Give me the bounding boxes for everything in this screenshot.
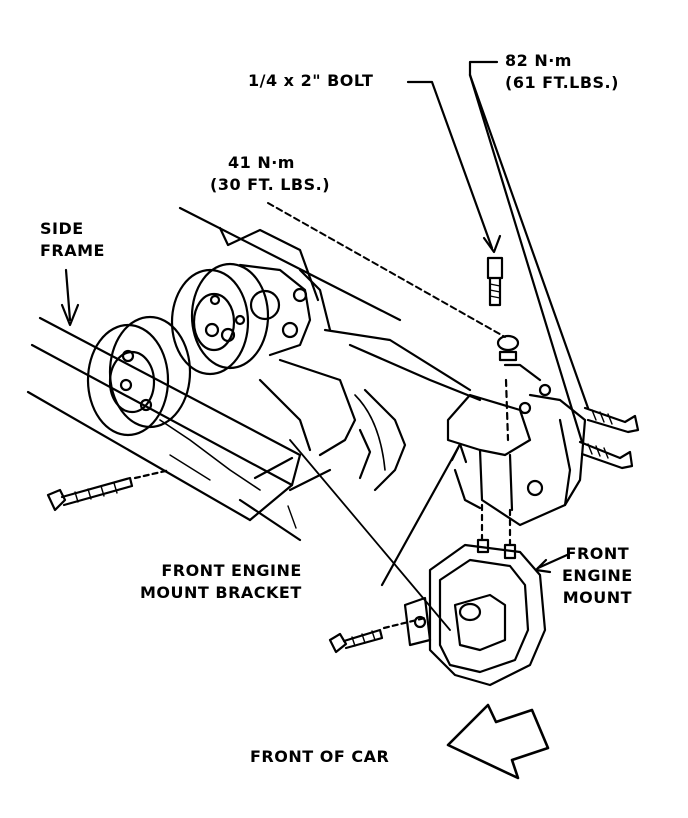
label-front-engine-mount: FRONT ENGINE MOUNT (562, 543, 633, 609)
torque-41-nm: 41 N·m (228, 153, 295, 172)
bolt-mount-left (328, 616, 427, 654)
label-bolt: 1/4 x 2" BOLT (248, 71, 374, 90)
label-front-of-car: FRONT OF CAR (250, 747, 390, 766)
pulley-group (86, 262, 312, 437)
engine-block (178, 206, 482, 492)
leader-bracket (380, 442, 468, 587)
side-frame-line1: SIDE (40, 219, 84, 238)
bolt-82nm-lower (578, 440, 634, 470)
leader-bracket-long (289, 439, 451, 631)
drive-belt-lower (159, 394, 386, 491)
label-torque-82: 82 N·m (61 FT.LBS.) (505, 50, 619, 94)
torque-82-ft: (61 FT.LBS.) (505, 73, 619, 92)
bolt-quarter-inch (486, 256, 520, 442)
frame-bracket (446, 363, 587, 527)
label-torque-41: 41 N·m (30 FT. LBS.) (210, 152, 330, 196)
side-frame-rail (26, 316, 302, 542)
bolt-left-lower (46, 468, 172, 512)
front-of-car-arrow (446, 703, 550, 780)
leader-82nm (468, 60, 590, 444)
mount-line3: MOUNT (562, 588, 633, 607)
torque-41-ft: (30 FT. LBS.) (210, 175, 331, 194)
bracket-line2: MOUNT BRACKET (140, 583, 302, 602)
mount-line2: ENGINE (562, 566, 633, 585)
torque-82-nm: 82 N·m (505, 51, 572, 70)
side-frame-line2: FRAME (40, 241, 105, 260)
label-side-frame: SIDE FRAME (40, 218, 105, 262)
mount-line1: FRONT (565, 544, 630, 563)
side-frame-arrow (60, 268, 80, 327)
bracket-line1: FRONT ENGINE (161, 561, 302, 580)
leader-41nm (267, 202, 506, 338)
label-front-engine-mount-bracket: FRONT ENGINE MOUNT BRACKET (140, 560, 302, 604)
bolt-82nm-upper (583, 406, 640, 434)
leader-bolt (406, 80, 502, 254)
front-engine-mount (403, 503, 547, 687)
leader-mount (534, 553, 569, 574)
